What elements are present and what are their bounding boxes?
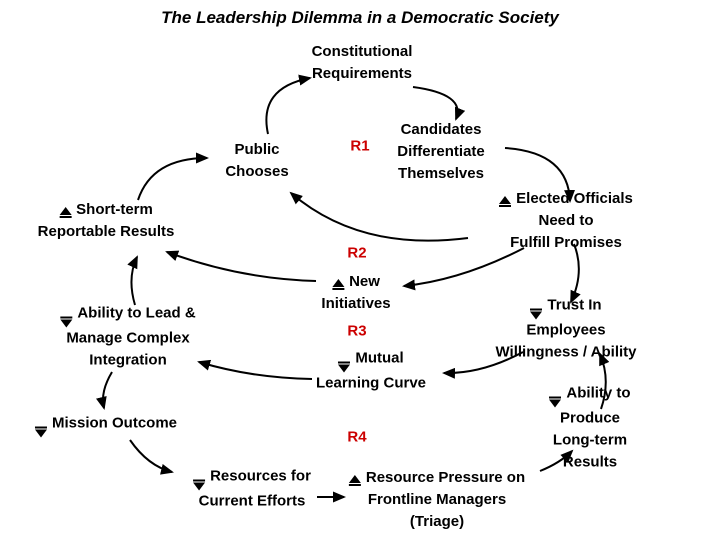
arrow-mutual-to-abilitylead: [197, 359, 313, 380]
node-label: Elected Officials Need to Fulfill Promis…: [510, 190, 633, 251]
node-label: Resources for Current Efforts: [198, 467, 311, 510]
arrow-mission-to-resources: [129, 439, 174, 475]
node-label: New Initiatives: [321, 273, 391, 312]
down-indicator-icon: [34, 426, 47, 438]
up-indicator-icon: [59, 207, 72, 218]
loop-label-r3: R3: [347, 322, 367, 340]
node-label: Resource Pressure on Frontline Managers …: [365, 469, 526, 530]
node-ability-to-produce-longterm: Ability to Produce Long-term Results: [525, 383, 655, 474]
up-indicator-icon: [348, 475, 361, 486]
arrow-newinitiatives-to-shortterm: [165, 250, 317, 282]
node-label: Ability to Lead & Manage Complex Integra…: [66, 304, 196, 369]
node-public-chooses: Public Chooses: [225, 139, 288, 183]
node-resource-pressure-frontline: Resource Pressure on Frontline Managers …: [348, 467, 526, 533]
node-label: Mission Outcome: [51, 414, 178, 432]
arrow-abilitylead-to-shortterm: [127, 255, 138, 306]
down-indicator-icon: [193, 479, 206, 491]
node-new-initiatives: New Initiatives: [321, 271, 390, 315]
node-resources-for-current-efforts: Resources for Current Efforts: [193, 466, 311, 513]
up-indicator-icon: [332, 279, 345, 290]
node-label: Public Chooses: [225, 141, 289, 180]
loop-label-r4: R4: [347, 428, 367, 446]
node-label: Short-term Reportable Results: [37, 201, 175, 240]
node-candidates-differentiate: Candidates Differentiate Themselves: [397, 119, 485, 185]
node-trust-in-employees: Trust In Employees Willingness / Ability: [489, 295, 643, 364]
node-label: Constitutional Requirements: [311, 43, 413, 82]
node-short-term-reportable-results: Short-term Reportable Results: [38, 199, 175, 243]
arrow-elected-to-public: [289, 191, 469, 242]
node-ability-to-lead-manage: Ability to Lead & Manage Complex Integra…: [60, 303, 196, 372]
node-constitutional-requirements: Constitutional Requirements: [312, 41, 413, 85]
node-label: Candidates Differentiate Themselves: [397, 121, 485, 182]
down-indicator-icon: [60, 316, 73, 328]
diagram-title: The Leadership Dilemma in a Democratic S…: [161, 8, 559, 27]
arrow-abilitylead-to-mission: [96, 371, 113, 410]
up-indicator-icon: [499, 196, 512, 207]
arrow-shortterm-to-public: [137, 152, 209, 201]
loop-label-r2: R2: [347, 244, 367, 262]
node-label: Ability to Produce Long-term Results: [552, 384, 631, 471]
arrow-public-to-constitutional: [265, 74, 312, 135]
down-indicator-icon: [549, 396, 562, 408]
arrow-constitutional-to-candidates: [412, 86, 466, 121]
loop-label-r1: R1: [350, 137, 370, 155]
node-label: Mutual Learning Curve: [315, 349, 427, 392]
down-indicator-icon: [530, 308, 543, 320]
node-label: Trust In Employees Willingness / Ability: [495, 296, 637, 361]
node-mutual-learning-curve: Mutual Learning Curve: [316, 348, 426, 395]
down-indicator-icon: [338, 361, 351, 373]
node-elected-officials-fulfill-promises: Elected Officials Need to Fulfill Promis…: [489, 188, 643, 254]
node-mission-outcome: Mission Outcome: [34, 413, 178, 438]
